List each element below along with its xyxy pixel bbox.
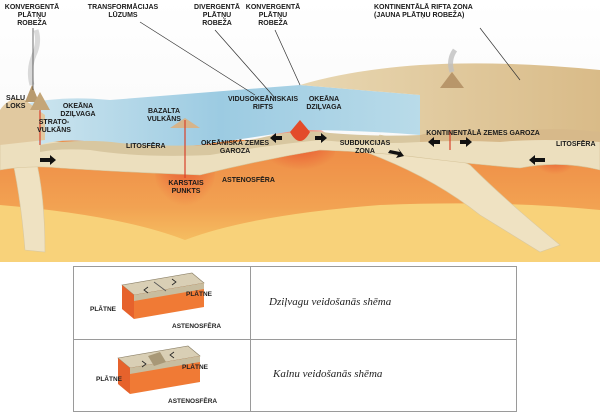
arrow-right-icon [315, 133, 327, 143]
legend-cell-trench-image: PLĀTNE PLĀTNE ASTENOSFĒRA [74, 267, 251, 339]
legend-cell-trench-text: Dziļvagu veidošanās shēma [251, 267, 516, 339]
volcano-smoke-right [448, 48, 458, 73]
arrow-right-icon [171, 278, 177, 286]
plate-tectonics-diagram [0, 0, 600, 262]
mountain-label-astenosfera: ASTENOSFĒRA [168, 398, 218, 405]
label-kontinentala-garoza: KONTINENTĀLĀ ZEMES GAROZA [426, 130, 540, 137]
callout-line-divergenta [214, 29, 276, 99]
callout-line-rift [479, 27, 521, 81]
callout-line-transformacijas [139, 21, 256, 96]
label-litosfera-1: LITOSFĒRA [126, 143, 166, 150]
mountain-block-side-left [118, 358, 130, 394]
arrow-left-icon [529, 155, 545, 165]
label-salu-loks: SALU LOKS [6, 95, 26, 110]
mountain-label-platne-left: PLĀTNE [96, 376, 122, 383]
arrow-left-icon [270, 133, 282, 143]
trench-caption: Dziļvagu veidošanās shēma [269, 296, 392, 308]
trench-plate-edge [134, 283, 204, 301]
continent-right [300, 63, 600, 141]
label-konvergenta-2: KONVERGENTĀ PLĀTŅU ROBEŽA [245, 4, 301, 27]
trench-label-astenosfera: ASTENOSFĒRA [172, 323, 222, 330]
subducting-slab-left [9, 149, 46, 253]
trench-line [153, 281, 167, 292]
legend-cell-mountain-image: PLĀTNE PLĀTNE ASTENOSFĒRA [74, 340, 251, 412]
arrow-right-icon [388, 148, 404, 158]
mountain-ridge [148, 352, 166, 366]
label-okeana-dzilvaga-1: OKEĀNA DZIĻVAGA [60, 103, 96, 118]
label-karstais: KARSTAIS PUNKTS [168, 180, 204, 195]
volcano-smoke-left [27, 29, 41, 86]
mountain-plate-edge [130, 356, 200, 374]
island-volcano [25, 85, 39, 102]
continental-crust [420, 129, 600, 142]
trench-block-diagram [121, 272, 205, 319]
rift-volcano [440, 72, 464, 88]
island-arc [0, 98, 45, 145]
mountain-block-diagram [117, 345, 201, 394]
legend-row-trench: PLĀTNE PLĀTNE ASTENOSFĒRA Dziļvagu veido… [74, 267, 516, 340]
stratovolcano [30, 92, 50, 110]
trench-block-side-left [122, 285, 134, 319]
label-okeaniska-garoza: OKEĀNISKĀ ZEMES GAROZA [200, 140, 270, 155]
label-kontinentala-rifta: KONTINENTĀLĀ RIFTA ZONA (JAUNA PLĀTŅU RO… [374, 4, 473, 19]
ridge-magma [290, 120, 310, 141]
arrow-left-icon [169, 351, 175, 359]
label-astenosfera: ASTENOSFĒRA [222, 177, 275, 184]
legend-table: PLĀTNE PLĀTNE ASTENOSFĒRA Dziļvagu veido… [73, 266, 517, 412]
label-konvergenta-1: KONVERGENTĀ PLĀTŅU ROBEŽA [4, 4, 60, 27]
label-strato: STRATO- VULKĀNS [37, 119, 71, 134]
ocean [20, 85, 420, 147]
label-litosfera-2: LITOSFĒRA [556, 141, 596, 148]
label-transformacijas: TRANSFORMĀCIJAS LŪZUMS [87, 4, 159, 19]
legend-row-mountain: PLĀTNE PLĀTNE ASTENOSFĒRA Kalnu veidošan… [74, 340, 516, 412]
arrow-left-icon [143, 286, 149, 294]
arrow-right-icon [141, 360, 147, 368]
label-divergenta: DIVERGENTĀ PLĀTŅU ROBEŽA [194, 4, 240, 27]
arrow-right-icon [460, 137, 472, 147]
label-subdukcijas: SUBDUKCIJAS ZONA [339, 140, 391, 155]
legend-cell-mountain-text: Kalnu veidošanās shēma [251, 340, 516, 412]
arrow-left-icon [428, 137, 440, 147]
label-bazalta: BAZALTA VULKĀNS [147, 108, 181, 123]
trench-label-platne-right: PLĀTNE [186, 291, 212, 298]
mountain-label-platne-right: PLĀTNE [182, 364, 208, 371]
deep-mantle-layer [0, 203, 600, 262]
plate-motion-arrows [40, 133, 545, 165]
mountain-caption: Kalnu veidošanās shēma [273, 368, 383, 380]
arrow-right-icon [40, 155, 56, 165]
callout-line-konvergenta-2 [274, 29, 301, 86]
trench-label-platne-left: PLĀTNE [90, 306, 116, 313]
label-okeana-dzilvaga-2: OKEĀNA DZIĻVAGA [306, 96, 342, 111]
label-vidusokeana: VIDUSOKEĀNISKAIS RIFTS [227, 96, 298, 111]
